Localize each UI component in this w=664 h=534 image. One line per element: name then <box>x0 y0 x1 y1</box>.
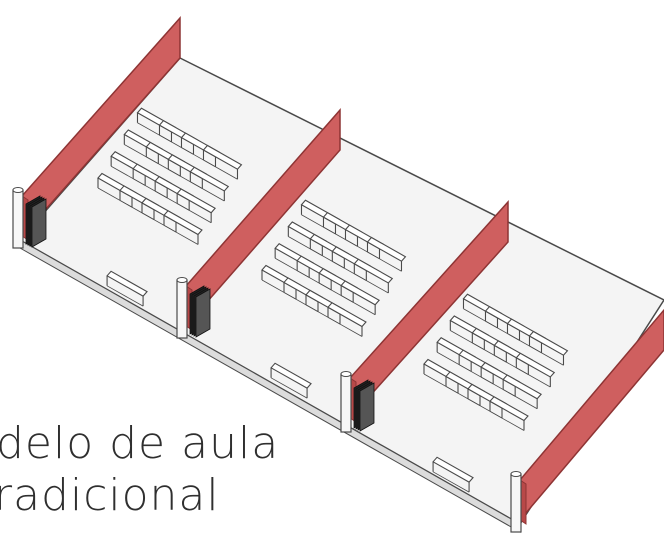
desk-top <box>353 258 394 284</box>
door-panel <box>31 198 47 248</box>
column <box>510 473 522 533</box>
student-desk <box>353 258 394 294</box>
door-3 <box>353 379 375 432</box>
column-3 <box>340 371 352 433</box>
student-desk <box>163 210 203 245</box>
desk-rail <box>367 251 402 272</box>
desk-top <box>163 210 203 236</box>
column-cap <box>510 471 522 477</box>
desk-rail <box>327 316 363 337</box>
desk-top <box>515 352 556 378</box>
column-cap <box>340 371 352 377</box>
desk-top <box>528 330 569 356</box>
desk-top <box>270 362 312 389</box>
desk-top <box>176 188 216 214</box>
column-cap <box>176 277 188 283</box>
column <box>340 373 352 433</box>
desk-rail <box>354 273 389 294</box>
desk-rail <box>203 159 238 180</box>
desk-rail <box>489 410 525 431</box>
caption-line-1: delo de aula <box>0 418 280 469</box>
column <box>176 279 188 339</box>
desk-rail <box>106 285 144 307</box>
teacher-desk <box>270 362 312 399</box>
door-panel <box>195 288 211 338</box>
desk-top <box>489 396 529 422</box>
desk-top <box>327 302 367 328</box>
student-desk <box>189 166 230 202</box>
desk-top <box>106 270 148 297</box>
teacher-desk <box>106 270 148 307</box>
caption-line-2: radicional <box>0 470 220 521</box>
desk-top <box>366 236 407 262</box>
column-2 <box>176 277 188 339</box>
room-1 <box>97 107 243 307</box>
student-desk <box>489 396 529 431</box>
desk-rail <box>270 377 308 399</box>
desk-rail <box>502 389 538 410</box>
desk-rail <box>529 345 564 366</box>
student-desk <box>502 374 542 410</box>
student-desk <box>528 330 569 366</box>
desk-rail <box>432 471 470 493</box>
desk-top <box>202 144 243 170</box>
door-panel <box>359 382 375 432</box>
column-cap <box>12 187 24 193</box>
desk-top <box>189 166 230 192</box>
student-desk <box>202 144 243 180</box>
desk-rail <box>190 181 225 202</box>
caption: delo de aula radicional <box>0 418 300 534</box>
walls-group <box>12 16 664 533</box>
desk-rail <box>176 203 212 224</box>
room-3 <box>423 293 569 493</box>
column-4 <box>510 471 522 533</box>
door-2 <box>189 285 211 338</box>
teacher-desk <box>432 456 474 493</box>
column-1 <box>12 187 24 249</box>
desk-top <box>502 374 542 400</box>
student-desk <box>176 188 216 224</box>
student-desk <box>327 302 367 337</box>
rooms-group <box>97 107 569 493</box>
column <box>12 189 24 249</box>
desk-rail <box>340 295 376 316</box>
desk-top <box>340 280 380 306</box>
desk-rail <box>516 367 551 388</box>
room-2 <box>261 199 407 399</box>
student-desk <box>366 236 407 272</box>
desk-rail <box>163 224 199 245</box>
door-1 <box>25 195 47 248</box>
student-desk <box>340 280 380 316</box>
student-desk <box>515 352 556 388</box>
desk-top <box>432 456 474 483</box>
